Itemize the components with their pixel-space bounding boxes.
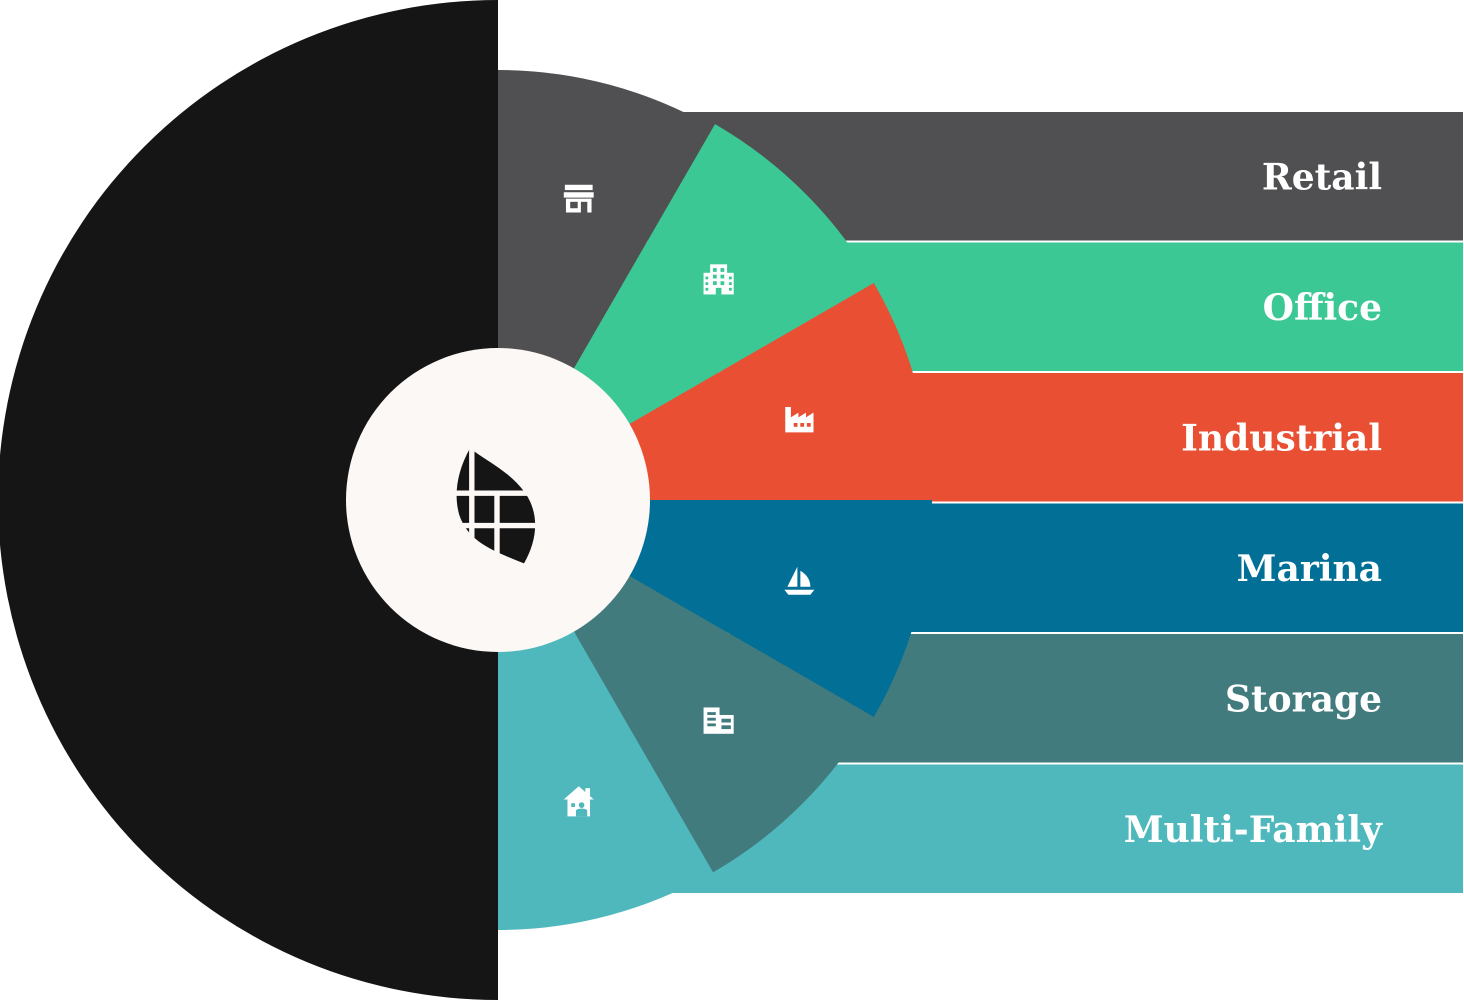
- label-retail: Retail: [1262, 156, 1382, 198]
- category-labels: RetailOfficeIndustrialMarinaStorageMulti…: [1124, 156, 1383, 851]
- storefront-icon: [563, 184, 594, 213]
- label-marina: Marina: [1237, 548, 1382, 590]
- label-multi-family: Multi-Family: [1124, 809, 1383, 851]
- dark-half-disc: [0, 0, 498, 1000]
- label-storage: Storage: [1225, 678, 1382, 720]
- label-office: Office: [1263, 287, 1382, 329]
- label-industrial: Industrial: [1181, 417, 1382, 459]
